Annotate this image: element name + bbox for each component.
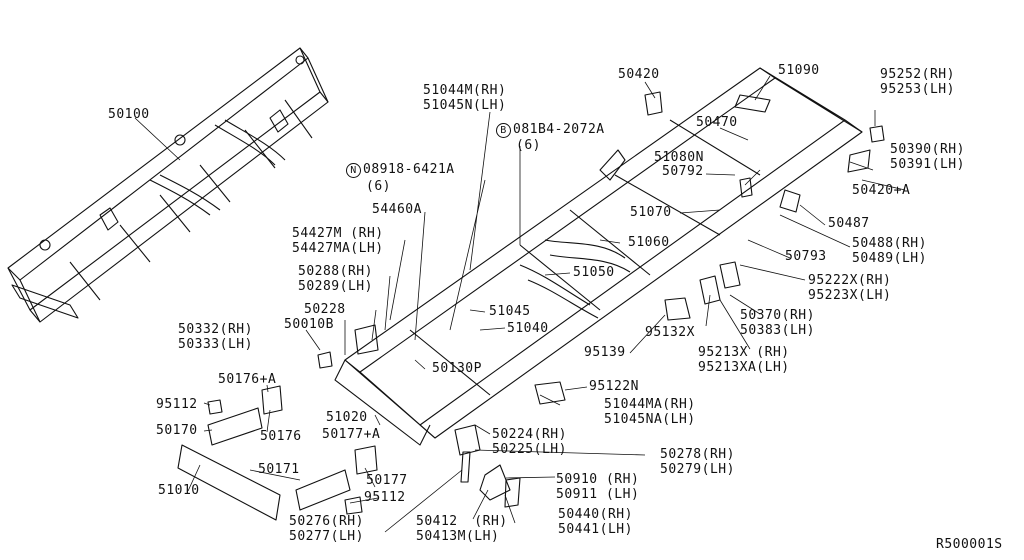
label-08918-qty: (6) (366, 179, 391, 194)
label-51045[interactable]: 51045 (489, 304, 531, 319)
label-51090[interactable]: 51090 (778, 63, 820, 78)
label-50288[interactable]: 50288(RH) (298, 264, 373, 279)
label-50370[interactable]: 50370(RH) (740, 308, 815, 323)
label-50100[interactable]: 50100 (108, 107, 150, 122)
label-54427ma[interactable]: 54427MA(LH) (292, 241, 384, 256)
b-marker-icon: B (496, 123, 511, 138)
label-50383[interactable]: 50383(LH) (740, 323, 815, 338)
label-081b4-qty: (6) (516, 138, 541, 153)
label-50793[interactable]: 50793 (785, 249, 827, 264)
label-50413m[interactable]: 50413M(LH) (416, 529, 500, 544)
label-95112-a[interactable]: 95112 (156, 397, 198, 412)
label-95222x[interactable]: 95222X(RH) (808, 273, 892, 288)
label-51045n[interactable]: 51045N(LH) (423, 98, 507, 113)
label-50176a[interactable]: 50176+A (218, 372, 277, 387)
label-50470[interactable]: 50470 (696, 115, 738, 130)
label-50333[interactable]: 50333(LH) (178, 337, 253, 352)
label-50420a[interactable]: 50420+A (852, 183, 911, 198)
main-frame-assembly (317, 67, 885, 508)
label-50489[interactable]: 50489(LH) (852, 251, 927, 266)
label-50792[interactable]: 50792 (662, 164, 704, 179)
label-95112-b[interactable]: 95112 (364, 490, 406, 505)
n-marker-icon: N (346, 163, 361, 178)
label-50177[interactable]: 50177 (366, 473, 408, 488)
label-51040[interactable]: 51040 (507, 321, 549, 336)
leader-lines (134, 75, 906, 533)
label-50176[interactable]: 50176 (260, 429, 302, 444)
label-95213xa[interactable]: 95213XA(LH) (698, 360, 790, 375)
loose-parts (177, 385, 471, 521)
label-50911[interactable]: 50911 (LH) (556, 487, 640, 502)
reference-code: R500001S (936, 537, 1003, 552)
label-50278[interactable]: 50278(RH) (660, 447, 735, 462)
label-50276[interactable]: 50276(RH) (289, 514, 364, 529)
label-95223x[interactable]: 95223X(LH) (808, 288, 892, 303)
label-50487[interactable]: 50487 (828, 216, 870, 231)
label-50224[interactable]: 50224(RH) (492, 427, 567, 442)
label-50332[interactable]: 50332(RH) (178, 322, 253, 337)
label-51044m[interactable]: 51044M(RH) (423, 83, 507, 98)
label-51044ma[interactable]: 51044MA(RH) (604, 397, 696, 412)
label-50277[interactable]: 50277(LH) (289, 529, 364, 544)
label-51050[interactable]: 51050 (573, 265, 615, 280)
label-50010b[interactable]: 50010B (284, 317, 334, 332)
label-50420[interactable]: 50420 (618, 67, 660, 82)
label-95213x[interactable]: 95213X (RH) (698, 345, 790, 360)
label-081b4-text: 081B4-2072A (513, 122, 605, 137)
label-50910[interactable]: 50910 (RH) (556, 472, 640, 487)
label-50177a[interactable]: 50177+A (322, 427, 381, 442)
label-50412[interactable]: 50412 (RH) (416, 514, 508, 529)
label-95122n[interactable]: 95122N (589, 379, 639, 394)
label-50289[interactable]: 50289(LH) (298, 279, 373, 294)
label-95139[interactable]: 95139 (584, 345, 626, 360)
label-50171[interactable]: 50171 (258, 462, 300, 477)
label-50390[interactable]: 50390(RH) (890, 142, 965, 157)
label-50225[interactable]: 50225(LH) (492, 442, 567, 457)
label-51070[interactable]: 51070 (630, 205, 672, 220)
label-50279[interactable]: 50279(LH) (660, 462, 735, 477)
label-50441[interactable]: 50441(LH) (558, 522, 633, 537)
label-50170[interactable]: 50170 (156, 423, 198, 438)
label-51080n[interactable]: 51080N (654, 150, 704, 165)
small-frame-assembly (7, 47, 329, 323)
label-54460a[interactable]: 54460A (372, 202, 422, 217)
label-08918-text: 08918-6421A (363, 162, 455, 177)
label-95132x[interactable]: 95132X (645, 325, 695, 340)
label-50488[interactable]: 50488(RH) (852, 236, 927, 251)
label-51060[interactable]: 51060 (628, 235, 670, 250)
label-50391[interactable]: 50391(LH) (890, 157, 965, 172)
label-50440[interactable]: 50440(RH) (558, 507, 633, 522)
label-95252[interactable]: 95252(RH) (880, 67, 955, 82)
label-50130p[interactable]: 50130P (432, 361, 482, 376)
label-95253[interactable]: 95253(LH) (880, 82, 955, 97)
label-51010[interactable]: 51010 (158, 483, 200, 498)
label-51045na[interactable]: 51045NA(LH) (604, 412, 696, 427)
label-51020[interactable]: 51020 (326, 410, 368, 425)
label-54427m[interactable]: 54427M (RH) (292, 226, 384, 241)
label-50228[interactable]: 50228 (304, 302, 346, 317)
